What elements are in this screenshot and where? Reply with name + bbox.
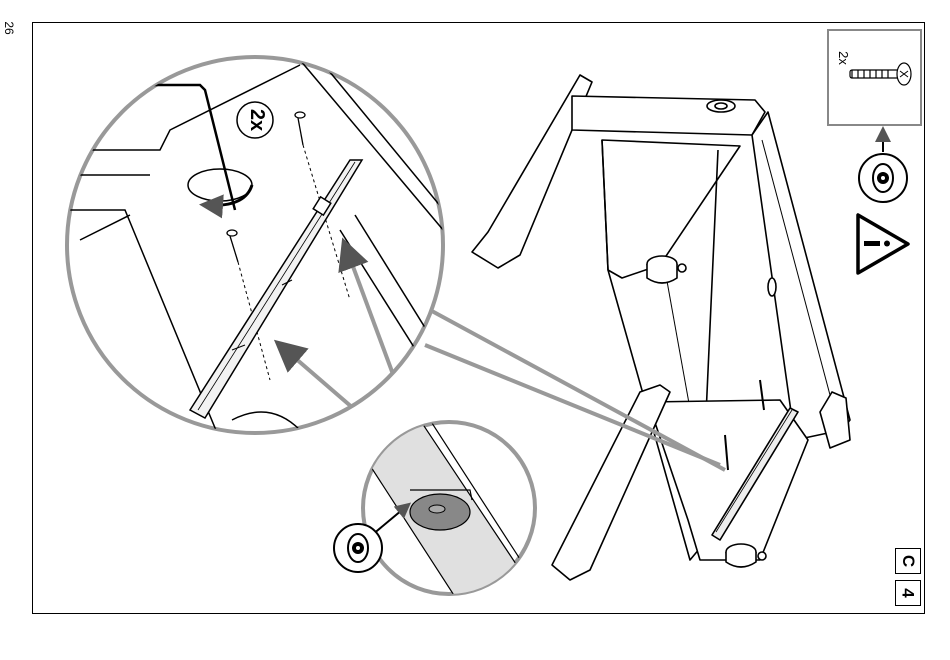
eye-icon <box>334 524 382 572</box>
detail-quantity-label: 2x <box>245 105 269 135</box>
step-number: 4 <box>898 588 918 597</box>
lower-leg <box>552 385 670 580</box>
step-number-box: 4 <box>895 580 921 606</box>
eye-icon-parts <box>859 130 907 202</box>
side-rail-right <box>752 112 850 440</box>
zoom-detail-small <box>360 420 540 620</box>
warning-triangle-icon <box>858 215 908 273</box>
top-crossbar <box>572 96 765 135</box>
parts-quantity-label: 2x <box>836 46 852 70</box>
cable-hole <box>768 278 776 296</box>
step-letter-box: C <box>895 548 921 574</box>
parts-callout-box <box>828 30 921 125</box>
step-letter: C <box>898 555 918 567</box>
